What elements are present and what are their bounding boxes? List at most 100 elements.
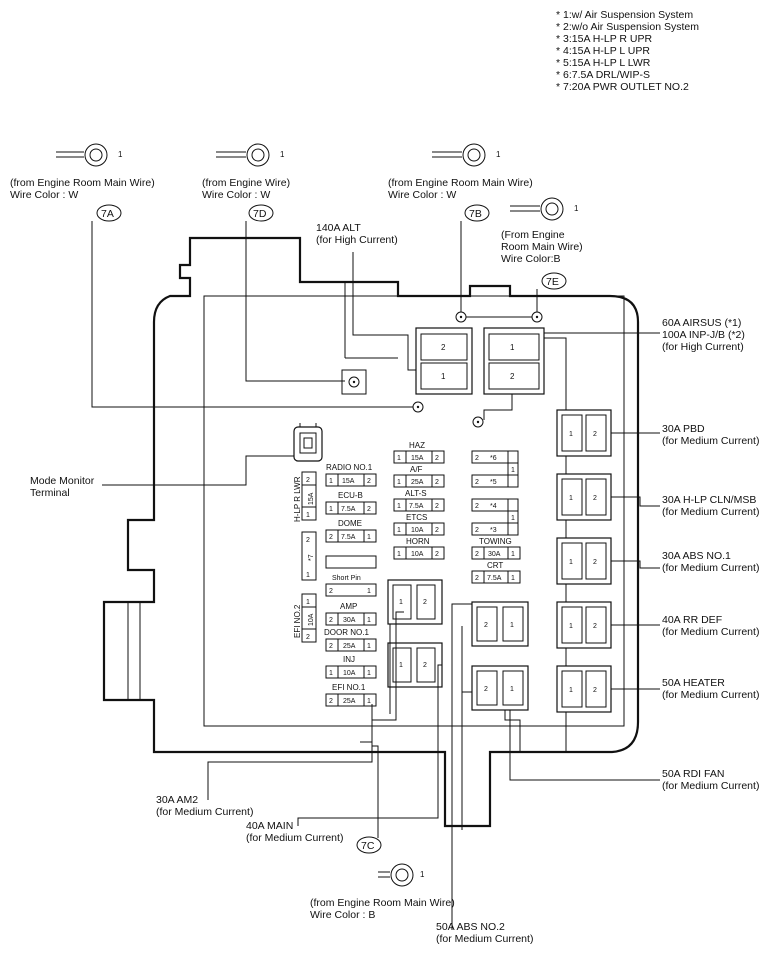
connector-7e-label: 7E — [546, 276, 559, 288]
high-current-fuse-right: 1 2 — [483, 327, 545, 395]
terminal-7a-color: Wire Color : W — [10, 189, 78, 201]
relay-pin: 2 — [475, 503, 479, 510]
mc-pin: 1 — [510, 622, 514, 629]
terminal-7a: 1 (from Engine Room Main Wire) Wire Colo… — [10, 143, 155, 222]
fuse-amp: 30A — [488, 551, 501, 558]
vf-name: H-LP R LWR — [293, 476, 302, 522]
fuse-amp: 25A — [411, 479, 424, 486]
fuse-amp: 30A — [343, 617, 356, 624]
fuse-efi-no2: 1 2 10A EFI NO.2 — [293, 593, 317, 643]
mc-pin: 1 — [569, 623, 573, 630]
fuse-af: A/F 1 25A 2 — [393, 465, 445, 488]
note-5: * 5:15A H-LP L LWR — [556, 57, 651, 69]
relay-pin: 2 — [423, 599, 427, 606]
mc-block-heater: 1 2 — [556, 665, 612, 713]
fuse-pin: 1 — [367, 534, 371, 541]
fuse-name: EFI NO.1 — [332, 683, 366, 692]
callout-abs2: 50A ABS NO.2 — [436, 921, 505, 933]
hc-right-top-pin: 1 — [510, 343, 515, 352]
fuse-horn: HORN 1 10A 2 — [393, 537, 445, 560]
mc-pin: 1 — [569, 559, 573, 566]
callout-heater-sub: (for Medium Current) — [662, 689, 759, 701]
fuse-pin: 2 — [329, 643, 333, 650]
relay-label: *6 — [490, 455, 497, 462]
mc-pin: 2 — [593, 431, 597, 438]
connector-7d-label: 7D — [253, 208, 267, 220]
ring-terminal-icon — [246, 143, 270, 167]
vf-pin: 2 — [306, 477, 310, 484]
vf-pin: 2 — [306, 634, 310, 641]
vf-pin: 1 — [306, 599, 310, 606]
terminal-pin: 1 — [420, 870, 425, 879]
fuse-haz: HAZ 1 15A 2 — [393, 441, 445, 464]
fuse-name: ECU-B — [338, 491, 363, 500]
callout-rdi-fan-sub: (for Medium Current) — [662, 780, 759, 792]
fuse-amp: 15A — [411, 455, 424, 462]
terminal-7e-line2: Room Main Wire) — [501, 241, 583, 253]
connector-7b-label: 7B — [469, 208, 482, 220]
mc-pin: 1 — [569, 495, 573, 502]
fuse-pin: 1 — [367, 588, 371, 595]
mc-pin: 2 — [593, 559, 597, 566]
mc-pin: 1 — [569, 431, 573, 438]
fuse-towing: TOWING 2 30A 1 — [471, 537, 521, 560]
fuse-pin: 2 — [367, 506, 371, 513]
vf-pin: 1 — [306, 512, 310, 519]
terminal-pin: 1 — [496, 150, 501, 159]
terminal-7e-line1: (From Engine — [501, 229, 565, 241]
fuse-name: INJ — [343, 655, 355, 664]
fuse-pin: 2 — [435, 551, 439, 558]
fuse-amp: 25A — [343, 698, 356, 705]
fuse-pin: 2 — [329, 588, 333, 595]
fuse-dome: DOME 2 7.5A 1 — [325, 519, 377, 543]
fuse-pin: 1 — [397, 551, 401, 558]
terminal-7a-source: (from Engine Room Main Wire) — [10, 177, 155, 189]
fuse-amp: 10A — [411, 551, 424, 558]
callout-pbd: 30A PBD — [662, 423, 705, 435]
fuse-pin: 2 — [435, 455, 439, 462]
vf-amp: 10A — [308, 613, 315, 626]
connector-7e-badge — [541, 272, 567, 290]
fuse-blank-slot — [325, 555, 377, 569]
fuse-radio-no1: RADIO NO.1 1 15A 2 — [325, 463, 377, 487]
relay-pair-6-5: 2 *6 2 *5 1 — [471, 450, 519, 488]
high-current-fuse-left: 2 1 — [415, 327, 473, 395]
fuse-crt: CRT 2 7.5A 1 — [471, 561, 521, 584]
fuse-pin: 1 — [367, 698, 371, 705]
fuse-amp: 7.5A — [487, 575, 502, 582]
fuse-amp: 7.5A — [341, 534, 356, 541]
fuse-pin: 2 — [475, 551, 479, 558]
vf-pin: 1 — [306, 572, 310, 579]
ring-terminal-icon — [390, 863, 414, 887]
terminal-7e-color: Wire Color:B — [501, 253, 561, 265]
connector-7a-badge — [96, 204, 122, 222]
connector-7c-badge — [356, 836, 382, 854]
note-1: * 1:w/ Air Suspension System — [556, 9, 693, 21]
fuse-name: A/F — [410, 465, 423, 474]
fuse-pin: 2 — [435, 527, 439, 534]
vf-label: *7 — [308, 554, 315, 561]
callout-airsus-sub: (for High Current) — [662, 341, 744, 353]
fuse-amp: 25A — [343, 643, 356, 650]
fuse-block-outline — [102, 236, 640, 828]
short-pin: Short Pin 2 1 — [325, 575, 377, 597]
fuse-pin: 1 — [397, 455, 401, 462]
relay-pin: 2 — [423, 662, 427, 669]
terminal-7d: 1 (from Engine Wire) Wire Color : W 7D — [202, 143, 290, 222]
mc-pin: 2 — [593, 687, 597, 694]
mc-pin: 1 — [510, 686, 514, 693]
fuse-name: HAZ — [409, 441, 425, 450]
fuse-amp: 15A — [342, 478, 355, 485]
callout-hlp-cln: 30A H-LP CLN/MSB — [662, 494, 756, 506]
relay-pair-4-3: 2 *4 2 *3 1 — [471, 498, 519, 536]
short-pin-name: Short Pin — [332, 575, 361, 582]
callout-hlp-cln-sub: (for Medium Current) — [662, 506, 759, 518]
connector-7d-badge — [248, 204, 274, 222]
callout-alt-title: 140A ALT — [316, 222, 361, 234]
callout-rr-def: 40A RR DEF — [662, 614, 722, 626]
fuse-door-no1: DOOR NO.1 2 25A 1 — [324, 628, 377, 652]
terminal-7d-source: (from Engine Wire) — [202, 177, 290, 189]
terminal-7e: 1 (From Engine Room Main Wire) Wire Colo… — [501, 197, 583, 290]
mc-block-center-lower: 2 1 — [471, 665, 529, 711]
